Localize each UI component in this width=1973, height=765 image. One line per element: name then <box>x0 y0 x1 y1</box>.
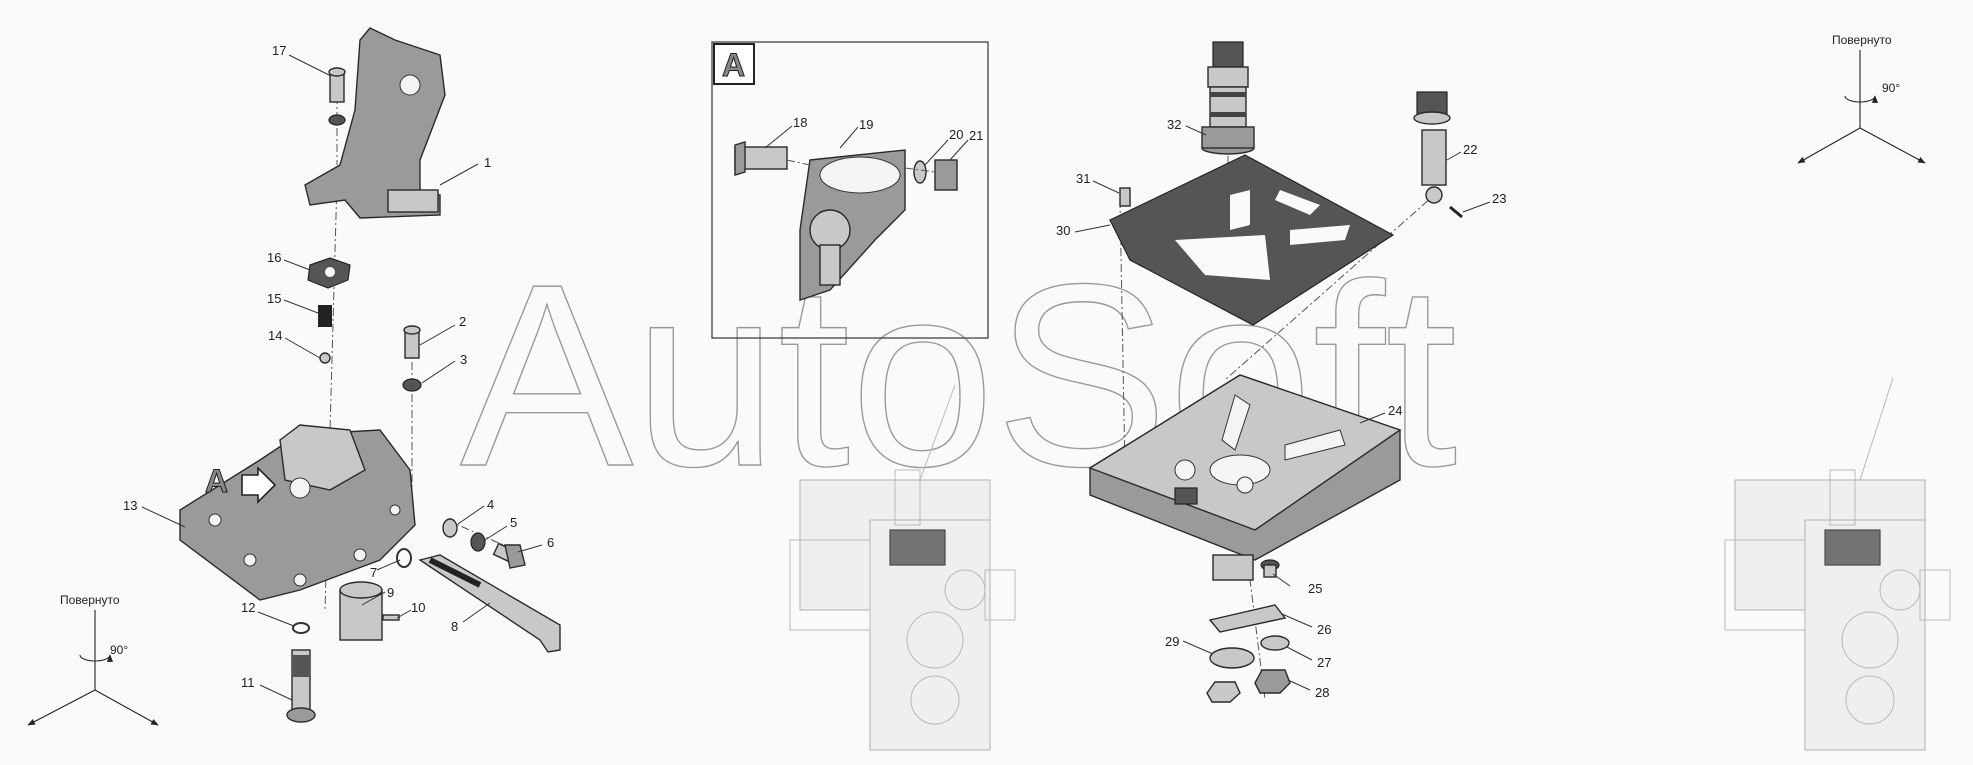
rotation-angle: 90° <box>110 643 128 657</box>
callout-3: 3 <box>460 352 467 367</box>
callout-15: 15 <box>267 291 281 306</box>
callout-18: 18 <box>793 115 807 130</box>
callout-5: 5 <box>510 515 517 530</box>
rotation-note-right: Повернуто 90° <box>1797 33 1926 164</box>
callout-11: 11 <box>241 675 255 690</box>
gearbox-reference-center <box>789 384 1016 751</box>
callout-4: 4 <box>487 497 494 512</box>
callout-19: 19 <box>859 117 873 132</box>
callout-31: 31 <box>1076 171 1090 186</box>
callout-24: 24 <box>1388 403 1402 418</box>
callout-13: 13 <box>123 498 137 513</box>
callout-20: 20 <box>949 127 963 142</box>
callout-22: 22 <box>1463 142 1477 157</box>
left-assembly: A <box>179 27 561 723</box>
callout-14: 14 <box>268 328 282 343</box>
callout-12: 12 <box>241 600 255 615</box>
callout-16: 16 <box>267 250 281 265</box>
callout-21: 21 <box>969 128 983 143</box>
callout-leaders <box>141 54 1491 701</box>
callout-9: 9 <box>387 585 394 600</box>
view-arrow-icon <box>241 466 277 504</box>
callout-29: 29 <box>1165 634 1179 649</box>
callout-23: 23 <box>1492 191 1506 206</box>
callout-10: 10 <box>411 600 425 615</box>
callout-26: 26 <box>1317 622 1331 637</box>
rotation-angle: 90° <box>1882 81 1900 95</box>
view-marker-label: A <box>722 47 745 83</box>
callout-2: 2 <box>459 314 466 329</box>
callout-30: 30 <box>1056 223 1070 238</box>
callout-1: 1 <box>484 155 491 170</box>
rotation-label: Повернуто <box>60 593 120 607</box>
view-marker-arrow-label: A <box>205 463 228 499</box>
callout-32: 32 <box>1167 117 1181 132</box>
callout-7: 7 <box>370 565 377 580</box>
gearbox-reference-right <box>1724 377 1951 751</box>
callout-28: 28 <box>1315 685 1329 700</box>
axis-triad-icon <box>27 610 159 726</box>
right-assembly <box>1088 41 1463 703</box>
rotation-label: Повернуто <box>1832 33 1892 47</box>
callout-17: 17 <box>272 43 286 58</box>
callout-8: 8 <box>451 619 458 634</box>
callout-6: 6 <box>547 535 554 550</box>
callout-25: 25 <box>1308 581 1322 596</box>
detail-view-a: A <box>711 41 989 339</box>
axis-triad-icon <box>1797 50 1926 164</box>
callout-labels: 1 2 3 4 5 6 7 8 9 10 11 12 13 14 15 16 1… <box>123 43 1506 700</box>
rotation-note-left: Повернуто 90° <box>27 593 159 726</box>
callout-27: 27 <box>1317 655 1331 670</box>
